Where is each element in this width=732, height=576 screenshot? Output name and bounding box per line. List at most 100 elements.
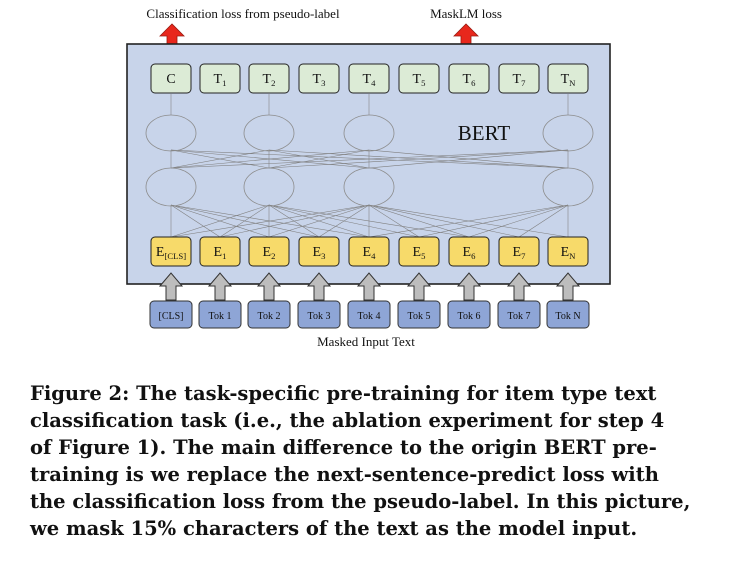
input-token-label: Tok 1 [209,311,232,322]
connection-line [368,149,569,169]
bert-pretraining-diagram: Classification loss from pseudo-label Ma… [126,6,611,349]
input-token-row: [CLS] Tok 1 Tok 2 Tok 3 Tok 4 Tok 5 Tok 6 Tok 7… [149,300,590,329]
connection-line [418,204,569,238]
embedding-box [498,236,540,267]
connection-line [368,204,420,238]
output-token-label: T6 [463,72,477,88]
connection-line [268,149,370,169]
input-token-label: Tok N [555,311,580,322]
input-token-box [447,300,491,329]
output-token-box [448,63,490,94]
input-token-label: Tok 5 [408,311,431,322]
input-token-box [397,300,441,329]
caption-line: classification task (i.e., the ablation … [30,409,665,432]
input-token-box [497,300,541,329]
embedding-label: E[CLS] [156,245,186,261]
connection-line [368,204,569,238]
embedding-label: E7 [513,245,527,261]
connection-line [368,204,470,238]
input-token-box [546,300,590,329]
caption-line: we mask 15% characters of the text as th… [30,517,638,540]
embedding-label: E6 [463,245,477,261]
connection-line [170,204,221,238]
input-token-label: Tok 2 [258,311,281,322]
output-token-box [348,63,390,94]
output-token-box [150,63,192,94]
gray-up-arrow-icon [506,272,532,301]
figure-caption: Figure 2: The task-specific pre-training… [30,380,710,542]
embedding-box [199,236,241,267]
connection-line [170,149,569,169]
connection-line [268,149,569,169]
connection-line [268,204,370,238]
embedding-label: E4 [363,245,377,261]
output-token-label: T1 [214,72,227,88]
embedding-box [398,236,440,267]
connection-line [518,204,569,238]
gray-up-arrow-icon [555,272,581,301]
gray-up-arrow-icon [158,272,184,301]
embedding-label: E3 [313,245,326,261]
input-token-label: Tok 4 [358,311,381,322]
connection-line [219,204,370,238]
connection-line [468,204,569,238]
caption-line: of Figure 1). The main difference to the… [30,436,657,459]
output-token-label: T5 [413,72,426,88]
embedding-box [248,236,290,267]
transformer-node [243,114,295,152]
connection-line [170,204,270,238]
gray-up-arrow-icon [207,272,233,301]
connection-line [219,204,270,238]
connection-line [170,204,370,238]
classification-loss-label: Classification loss from pseudo-label [146,6,340,21]
output-token-label: T4 [363,72,377,88]
transformer-node [542,114,594,152]
embedding-box [348,236,390,267]
transformer-node [343,114,395,152]
caption-line: training is we replace the next-sentence… [30,463,659,486]
output-token-box [547,63,589,94]
input-token-label: [CLS] [159,311,184,322]
transformer-nodes [145,114,594,207]
caption-line: Figure 2: The task-specific pre-training… [30,382,657,405]
gray-up-arrow-icon [456,272,482,301]
output-token-label: T2 [263,72,276,88]
input-token-label: Tok 6 [458,311,481,322]
red-up-arrow-icon [453,23,479,45]
transformer-connections [170,94,569,238]
input-token-box [297,300,341,329]
embedding-box [547,236,589,267]
output-token-label: TN [561,72,577,88]
transformer-node [542,167,594,207]
connection-line [170,149,370,169]
red-up-arrow-icon [159,23,185,45]
output-token-label: T7 [513,72,527,88]
output-token-box [298,63,340,94]
embedding-box [150,236,192,267]
transformer-node [145,114,197,152]
connection-line [368,204,520,238]
embedding-box [448,236,490,267]
input-token-box [247,300,291,329]
output-token-box [248,63,290,94]
output-token-box [498,63,540,94]
connection-line [318,204,370,238]
output-token-box [398,63,440,94]
embedding-label: E2 [263,245,276,261]
output-token-label: T3 [313,72,326,88]
caption-line: the classification loss from the pseudo-… [30,490,691,513]
input-token-box [149,300,193,329]
masklm-loss-label: MaskLM loss [430,6,502,21]
transformer-node [145,167,197,207]
input-token-label: Tok 3 [308,311,331,322]
embedding-label: E5 [413,245,426,261]
connection-line [170,149,270,169]
output-token-box [199,63,241,94]
gray-up-arrow-icon [356,272,382,301]
input-token-label: Tok 7 [508,311,531,322]
embedding-label: E1 [214,245,227,261]
embedding-box [298,236,340,267]
gray-up-arrow-icon [306,272,332,301]
